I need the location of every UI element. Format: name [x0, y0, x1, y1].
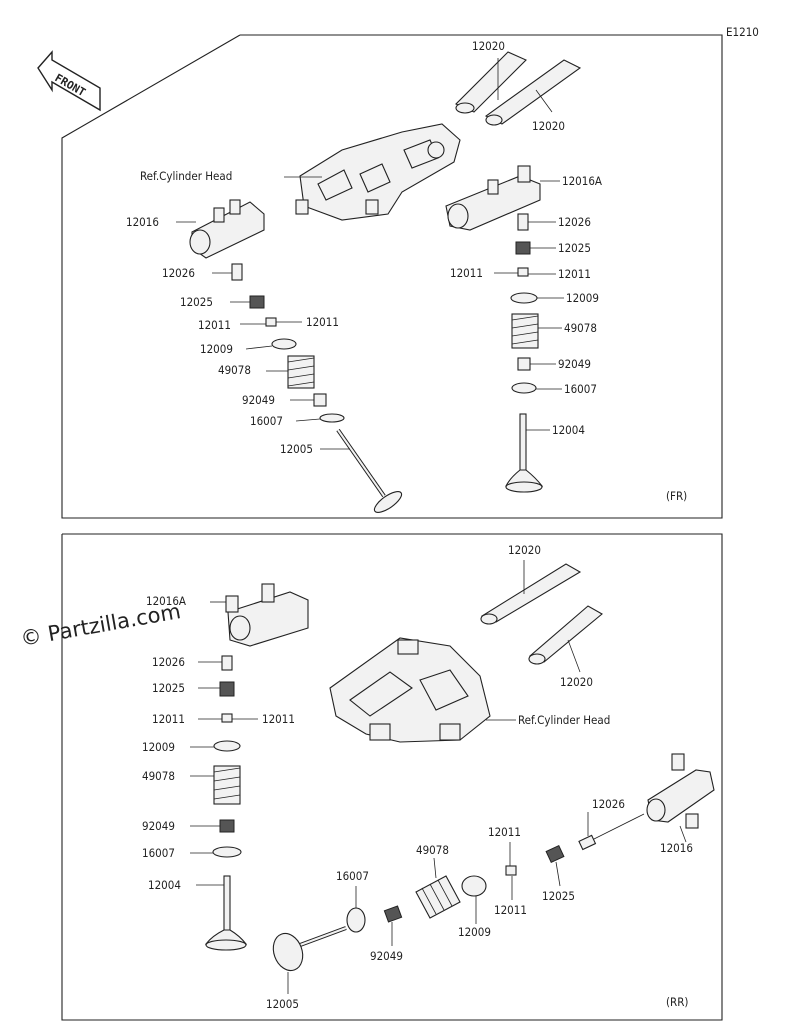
fr-rocker-arm-left: [189, 199, 265, 259]
rr-key-l2-label: 12011: [262, 712, 295, 726]
rr-tube-b-label: 12020: [560, 675, 593, 689]
rr-rocker-arm-right: [646, 753, 715, 829]
rr-retainer-right: [545, 844, 565, 864]
rr-ret-l-label: 12025: [152, 681, 185, 695]
rr-spring-seat-right: [461, 875, 487, 897]
rr-key-left: [221, 713, 233, 723]
fr-cyl-head-label: Ref.Cylinder Head: [140, 169, 232, 183]
rr-adj-r-label: 12026: [592, 797, 625, 811]
rr-washer-r-label: 16007: [336, 869, 369, 883]
fr-valve-spring-right: [511, 313, 539, 349]
rr-washer-l-label: 16007: [142, 846, 175, 860]
rr-washer-left: [212, 846, 242, 858]
fr-key-l1-label: 12011: [198, 318, 231, 332]
front-cylinder-head: [295, 123, 461, 221]
fr-valve-left: [336, 428, 403, 513]
rear-section-frame: [61, 533, 723, 1021]
fr-adjuster-left: [231, 263, 243, 281]
fr-washer-r-label: 16007: [564, 382, 597, 396]
fr-key-right: [517, 267, 529, 277]
rr-tube-a: [480, 563, 582, 625]
fr-spring-seat-left: [271, 338, 297, 350]
fr-adjuster-right: [517, 213, 529, 231]
fr-seat-l-label: 12009: [200, 342, 233, 356]
rr-retainer-left: [219, 681, 235, 697]
front-arrow-icon: FRONT: [37, 50, 101, 112]
fr-key-r1-label: 12011: [450, 266, 483, 280]
fr-ret-r-label: 12025: [558, 241, 591, 255]
rr-seat-l-label: 12009: [142, 740, 175, 754]
rr-adjuster-right: [578, 834, 597, 851]
front-tube-a: [455, 51, 527, 114]
rr-cyl-head-label: Ref.Cylinder Head: [518, 713, 610, 727]
rr-rocker-arm-left: [225, 583, 309, 647]
rr-key-r1-label: 12011: [488, 825, 521, 839]
rr-rocker-l-label: 12016A: [146, 594, 186, 608]
fr-retainer-left: [249, 295, 265, 309]
front-tube-b: [484, 59, 582, 126]
fr-key-l2-label: 12011: [306, 315, 339, 329]
rr-valve-spring-left: [213, 765, 241, 805]
fr-valve-spring-left: [287, 355, 315, 389]
fr-spring-l-label: 49078: [218, 363, 251, 377]
fr-key-left: [265, 317, 277, 327]
rr-tube-b: [528, 605, 603, 665]
rr-adj-l-label: 12026: [152, 655, 185, 669]
fr-ret-l-label: 12025: [180, 295, 213, 309]
rr-section-tag: (RR): [666, 995, 688, 1009]
fr-section-tag: (FR): [666, 489, 687, 503]
rr-key-l1-label: 12011: [152, 712, 185, 726]
rr-tube-a-label: 12020: [508, 543, 541, 557]
rr-stem-seal-left: [219, 819, 235, 833]
fr-tube-a-label: 12020: [472, 39, 505, 53]
fr-valve-right: [505, 413, 544, 493]
rr-cylinder-head: [329, 637, 491, 743]
rr-valve-spring-right: [415, 875, 461, 919]
rr-spring-r-label: 49078: [416, 843, 449, 857]
fr-washer-right: [511, 382, 537, 394]
rr-adjuster-left: [221, 655, 233, 671]
rr-valve-left: [204, 875, 248, 951]
fr-rocker-r-label: 12016A: [562, 174, 602, 188]
fr-adj-r-label: 12026: [558, 215, 591, 229]
fr-rocker-arm-right: [445, 165, 541, 231]
rr-valve-right: [272, 926, 347, 972]
rr-valve-l-label: 12004: [148, 878, 181, 892]
diagram-code: E1210: [726, 25, 759, 39]
rr-key-r2-label: 12011: [494, 903, 527, 917]
fr-tube-b-label: 12020: [532, 119, 565, 133]
fr-key-r2-label: 12011: [558, 267, 591, 281]
fr-washer-left: [319, 413, 345, 423]
fr-spring-r-label: 49078: [564, 321, 597, 335]
rr-spring-l-label: 49078: [142, 769, 175, 783]
fr-valve-r-label: 12004: [552, 423, 585, 437]
fr-seat-r-label: 12009: [566, 291, 599, 305]
rr-rocker-r-label: 12016: [660, 841, 693, 855]
fr-rocker-l-label: 12016: [126, 215, 159, 229]
rr-ret-r-label: 12025: [542, 889, 575, 903]
fr-seal-l-label: 92049: [242, 393, 275, 407]
front-section-frame: [61, 34, 723, 519]
fr-adj-l-label: 12026: [162, 266, 195, 280]
rr-key-right: [505, 865, 517, 876]
fr-washer-l-label: 16007: [250, 414, 283, 428]
rr-washer-right: [346, 907, 366, 933]
fr-retainer-right: [515, 241, 531, 255]
fr-stem-seal-left: [313, 393, 327, 407]
rr-stem-seal-right: [383, 905, 403, 923]
rr-seat-r-label: 12009: [458, 925, 491, 939]
rr-seal-l-label: 92049: [142, 819, 175, 833]
fr-valve-l-label: 12005: [280, 442, 313, 456]
rr-seal-r-label: 92049: [370, 949, 403, 963]
fr-spring-seat-right: [510, 292, 538, 304]
rr-valve-r-label: 12005: [266, 997, 299, 1011]
fr-stem-seal-right: [517, 357, 531, 371]
rr-spring-seat-left: [213, 740, 241, 752]
fr-seal-r-label: 92049: [558, 357, 591, 371]
